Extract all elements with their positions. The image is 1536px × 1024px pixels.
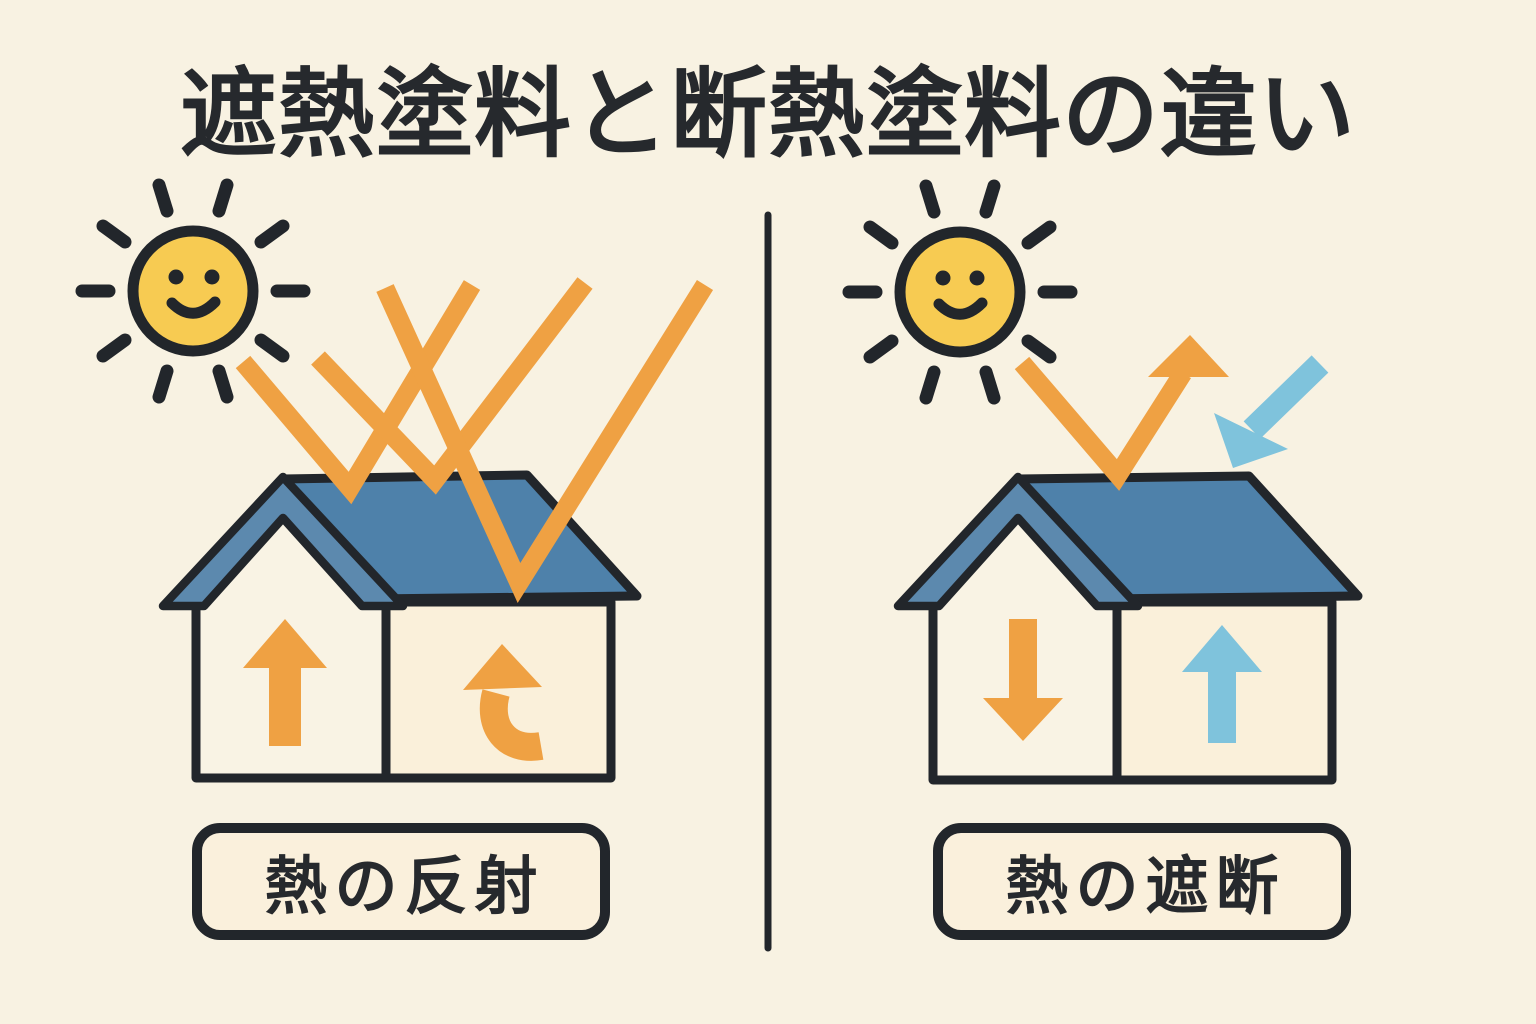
sun-icon — [842, 179, 1078, 405]
left-caption-label: 熱の反射 — [264, 852, 545, 922]
reflected-sunray-lines — [235, 277, 714, 604]
house-wall-outline — [928, 599, 1126, 785]
right-caption-label: 熱の遮断 — [1005, 852, 1286, 922]
sun-face — [894, 226, 1026, 358]
left-caption-box: 熱の反射 — [192, 823, 610, 940]
page-title: 遮熱塗料と断熱塗料の違い — [180, 59, 1356, 169]
heat-down-arrow — [983, 619, 1063, 741]
cool-up-arrow — [1182, 625, 1262, 743]
sun-rays — [842, 179, 1078, 405]
sunray-reflect-2 — [311, 277, 593, 495]
gable-roof-edge — [893, 472, 1143, 611]
left-panel-heat-reflection — [75, 178, 714, 783]
sunray-reflect-3 — [376, 279, 714, 604]
house-right — [893, 471, 1363, 785]
right-panel-heat-blocking — [842, 179, 1363, 785]
incoming-cool-arrow — [1214, 355, 1329, 468]
curved-heat-arrow — [463, 644, 544, 761]
right-caption-box: 熱の遮断 — [933, 823, 1351, 940]
gable-roof-edge — [158, 472, 408, 611]
sunray-reflect-1 — [235, 280, 481, 505]
bouncing-heat-arrow — [1014, 335, 1229, 491]
sun-rays — [75, 178, 311, 404]
sun-icon — [75, 178, 311, 404]
heat-up-arrow — [243, 619, 327, 746]
house-wall-outline — [191, 599, 395, 783]
sun-face — [127, 225, 259, 357]
house-side-wall — [381, 597, 616, 783]
